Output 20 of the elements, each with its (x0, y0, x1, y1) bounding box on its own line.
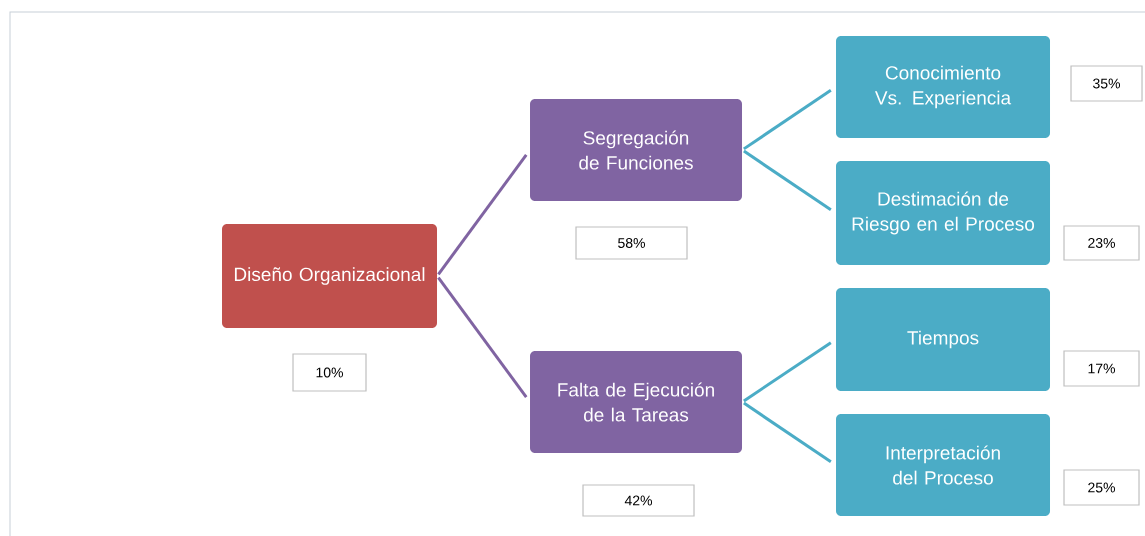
process-box: Diseño Organizacional (222, 224, 437, 328)
process-box: Interpretación del Proceso (836, 414, 1050, 516)
connector-line (437, 276, 528, 399)
connector-line (743, 401, 832, 463)
percentage-box: 58% (575, 226, 688, 260)
percentage-box: 10% (292, 353, 367, 392)
percentage-box: 35% (1070, 65, 1143, 102)
process-box: Destimación de Riesgo en el Proceso (836, 161, 1050, 265)
percentage-box: 23% (1063, 225, 1140, 261)
process-box: Falta de Ejecución de la Tareas (530, 351, 742, 453)
process-box: Tiempos (836, 288, 1050, 391)
connector-line (437, 153, 528, 276)
process-box: Segregación de Funciones (530, 99, 742, 201)
percentage-box: 42% (582, 484, 695, 517)
connector-line (743, 341, 832, 403)
connector-line (743, 89, 832, 151)
process-box: Conocimiento Vs. Experiencia (836, 36, 1050, 138)
percentage-box: 17% (1063, 350, 1140, 387)
percentage-box: 25% (1063, 469, 1140, 506)
connector-line (743, 149, 832, 211)
